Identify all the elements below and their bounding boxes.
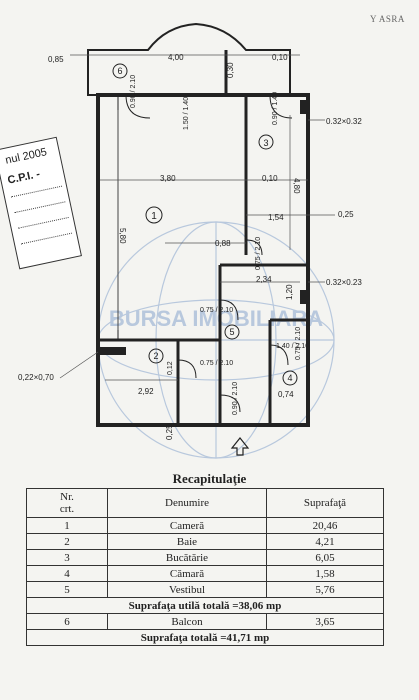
row-name: Bucătărie (107, 549, 267, 566)
row-nr: 6 (26, 613, 108, 630)
room-number-4: 4 (287, 373, 292, 383)
dim-030: 0,30 (226, 62, 235, 78)
room-number-6: 6 (117, 66, 122, 76)
dim-292: 2,92 (138, 387, 154, 396)
table-row: 4 Cămară 1,58 (26, 565, 384, 582)
dim-234: 2,34 (256, 275, 272, 284)
door-090-210: 0.90 / 2.10 (130, 75, 137, 108)
row-area: 6,05 (266, 549, 384, 566)
table-row: 5 Vestibul 5,76 (26, 581, 384, 598)
door-150-140: 1.50 / 1.40 (183, 97, 190, 130)
table-row: 2 Baie 4,21 (26, 533, 384, 550)
dim-088: 0,88 (215, 239, 231, 248)
dim-012: 0,12 (167, 361, 174, 375)
dim-120: 1,20 (285, 284, 294, 300)
recap-title: Recapitulaţie (172, 471, 247, 486)
row-name: Vestibul (107, 581, 267, 598)
dim-025-bottom: 0,25 (165, 424, 174, 440)
shaft-left (98, 347, 126, 355)
entrance-arrow-icon (230, 437, 250, 456)
table-row: 3 Bucătărie 6,05 (26, 549, 384, 566)
dim-380: 3,80 (160, 174, 176, 183)
recap-table: Nr. crt. Denumire Suprafaţă 1 Cameră 20,… (26, 488, 384, 646)
col-header-denumire: Denumire (107, 488, 267, 518)
room-number-1: 1 (151, 211, 157, 222)
row-area: 3,65 (266, 613, 384, 630)
row-name: Cameră (107, 517, 267, 534)
total-util-row: Suprafaţa utilă totală =38,06 mp (26, 597, 384, 614)
door-075-210-small: 0.75 / 2.10 (255, 237, 262, 270)
row-nr: 1 (26, 517, 108, 534)
dim-010-top: 0,10 (272, 53, 288, 62)
row-area: 1,58 (266, 565, 384, 582)
balcony-outline (87, 22, 291, 96)
row-nr: 5 (26, 581, 108, 598)
top-note: Y ASRA (370, 14, 405, 24)
table-row: 1 Cameră 20,46 (26, 517, 384, 534)
row-name: Cămară (107, 565, 267, 582)
row-name: Baie (107, 533, 267, 550)
door-140-210: 1.40 / 2.10 (276, 343, 309, 350)
dim-154: 1,54 (268, 213, 284, 222)
total: Suprafaţa totală =41,71 mp (26, 629, 384, 646)
door-075-210-c: 0.75 / 2.10 (295, 327, 302, 360)
floor-plan: BURSA IMOBILIARA (18, 22, 362, 459)
col-header-crt-label: crt. (59, 503, 75, 515)
col-header-suprafata: Suprafaţă (266, 488, 384, 518)
outer-walls (96, 93, 310, 427)
row-area: 5,76 (266, 581, 384, 598)
dim-400: 4,00 (168, 53, 184, 62)
row-nr: 4 (26, 565, 108, 582)
door-arcs (125, 94, 293, 413)
dimension-lines (59, 54, 335, 381)
room-number-2: 2 (153, 351, 158, 361)
dim-074: 0,74 (278, 390, 294, 399)
door-075-210-b: 0.75 / 2.10 (200, 360, 233, 367)
total-util: Suprafaţa utilă totală =38,06 mp (26, 597, 384, 614)
dim-085: 0,85 (48, 55, 64, 64)
table-row: 6 Balcon 3,65 (26, 613, 384, 630)
row-area: 4,21 (266, 533, 384, 550)
dim-580: 5,80 (118, 228, 127, 244)
dim-025-right: 0,25 (338, 210, 354, 219)
col-header-nr-label: Nr. (60, 491, 74, 503)
row-nr: 2 (26, 533, 108, 550)
shaft-mid (300, 290, 308, 304)
room-number-3: 3 (263, 138, 268, 148)
inner-walls (98, 95, 308, 425)
dim-480: 4,80 (292, 178, 301, 194)
shaft-top (300, 100, 308, 114)
col-header-nr: Nr. crt. (26, 488, 108, 518)
dim-010-mid: 0,10 (262, 174, 278, 183)
shaft-left-label: 0,22×0,70 (18, 373, 54, 382)
door-075-210-a: 0.75 / 2.10 (200, 307, 233, 314)
table-header-row: Nr. crt. Denumire Suprafaţă (26, 488, 384, 518)
shaft-mid-label: 0.32×0.23 (326, 278, 362, 287)
row-area: 20,46 (266, 517, 384, 534)
shaft-top-label: 0.32×0.32 (326, 117, 362, 126)
room-number-markers (112, 63, 298, 386)
row-nr: 3 (26, 549, 108, 566)
door-090-140: 0.90 / 1.40 (272, 92, 279, 125)
door-090-210-bottom: 0.90 / 2.10 (232, 382, 239, 415)
room-number-5: 5 (229, 327, 234, 337)
row-name: Balcon (107, 613, 267, 630)
total-row: Suprafaţa totală =41,71 mp (26, 629, 384, 646)
